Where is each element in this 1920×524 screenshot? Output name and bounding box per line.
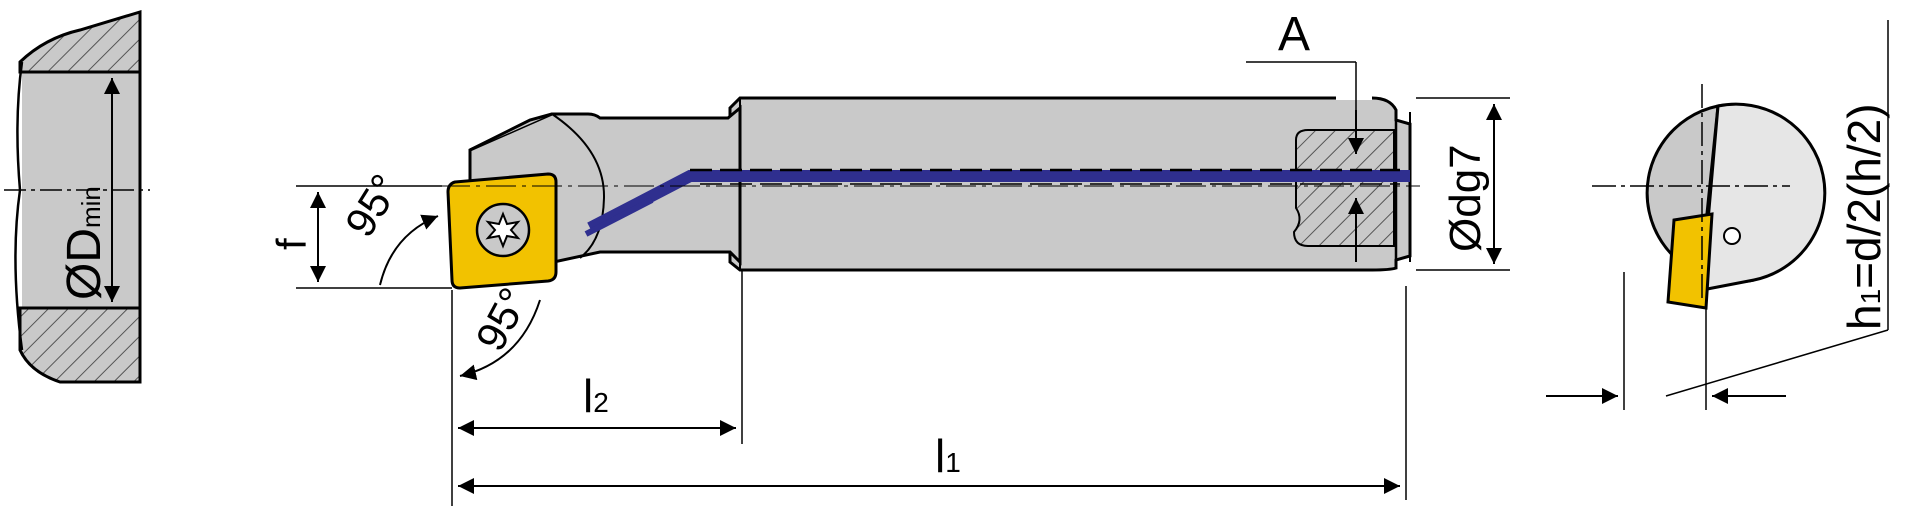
coolant-channel	[587, 170, 1410, 234]
bore-wall-bottom	[18, 306, 142, 384]
h1-label: h1=d/2(h/2)	[1838, 103, 1890, 330]
l1-main: l	[935, 430, 945, 482]
l2-subscript: 2	[593, 387, 609, 418]
boring-bar-side-view: 95° 95° f l2 l1 A Ødg7	[268, 8, 1510, 506]
coolant-connection-section	[1292, 129, 1395, 247]
angle-top-arc	[379, 214, 439, 286]
h1-formula: =d/2(h/2)	[1838, 103, 1890, 288]
l2-label: l2	[583, 370, 609, 422]
dmin-label: ØDmin	[58, 186, 111, 300]
l2-main: l	[583, 370, 593, 422]
angle-bottom-arc	[459, 299, 541, 381]
bore-section-view: ØDmin	[4, 9, 150, 384]
dmin-subscript: min	[76, 186, 106, 228]
torx-icon	[485, 211, 521, 249]
end-view-insert	[1666, 212, 1714, 310]
head-cheek	[551, 113, 606, 259]
f-label: f	[268, 238, 315, 250]
l1-subscript: 1	[945, 447, 961, 478]
angle-top-label: 95°	[336, 166, 410, 245]
h1-main: h	[1838, 304, 1890, 330]
dmin-prefix: ØD	[58, 228, 111, 300]
l1-label: l1	[935, 430, 961, 482]
angle-bottom-label: 95°	[466, 280, 537, 358]
a-label: A	[1278, 8, 1310, 61]
h1-subscript: 1	[1855, 289, 1886, 305]
end-view: h1=d/2(h/2)	[1546, 20, 1890, 410]
h1-leader	[1665, 329, 1889, 397]
head-front	[469, 112, 553, 152]
dg7-label: Ødg7	[1441, 144, 1490, 252]
coolant-outlet	[584, 197, 654, 237]
end-view-cut-face	[1700, 102, 1827, 292]
bore-wall-top	[18, 9, 142, 74]
end-view-coolant-hole	[1723, 227, 1741, 245]
